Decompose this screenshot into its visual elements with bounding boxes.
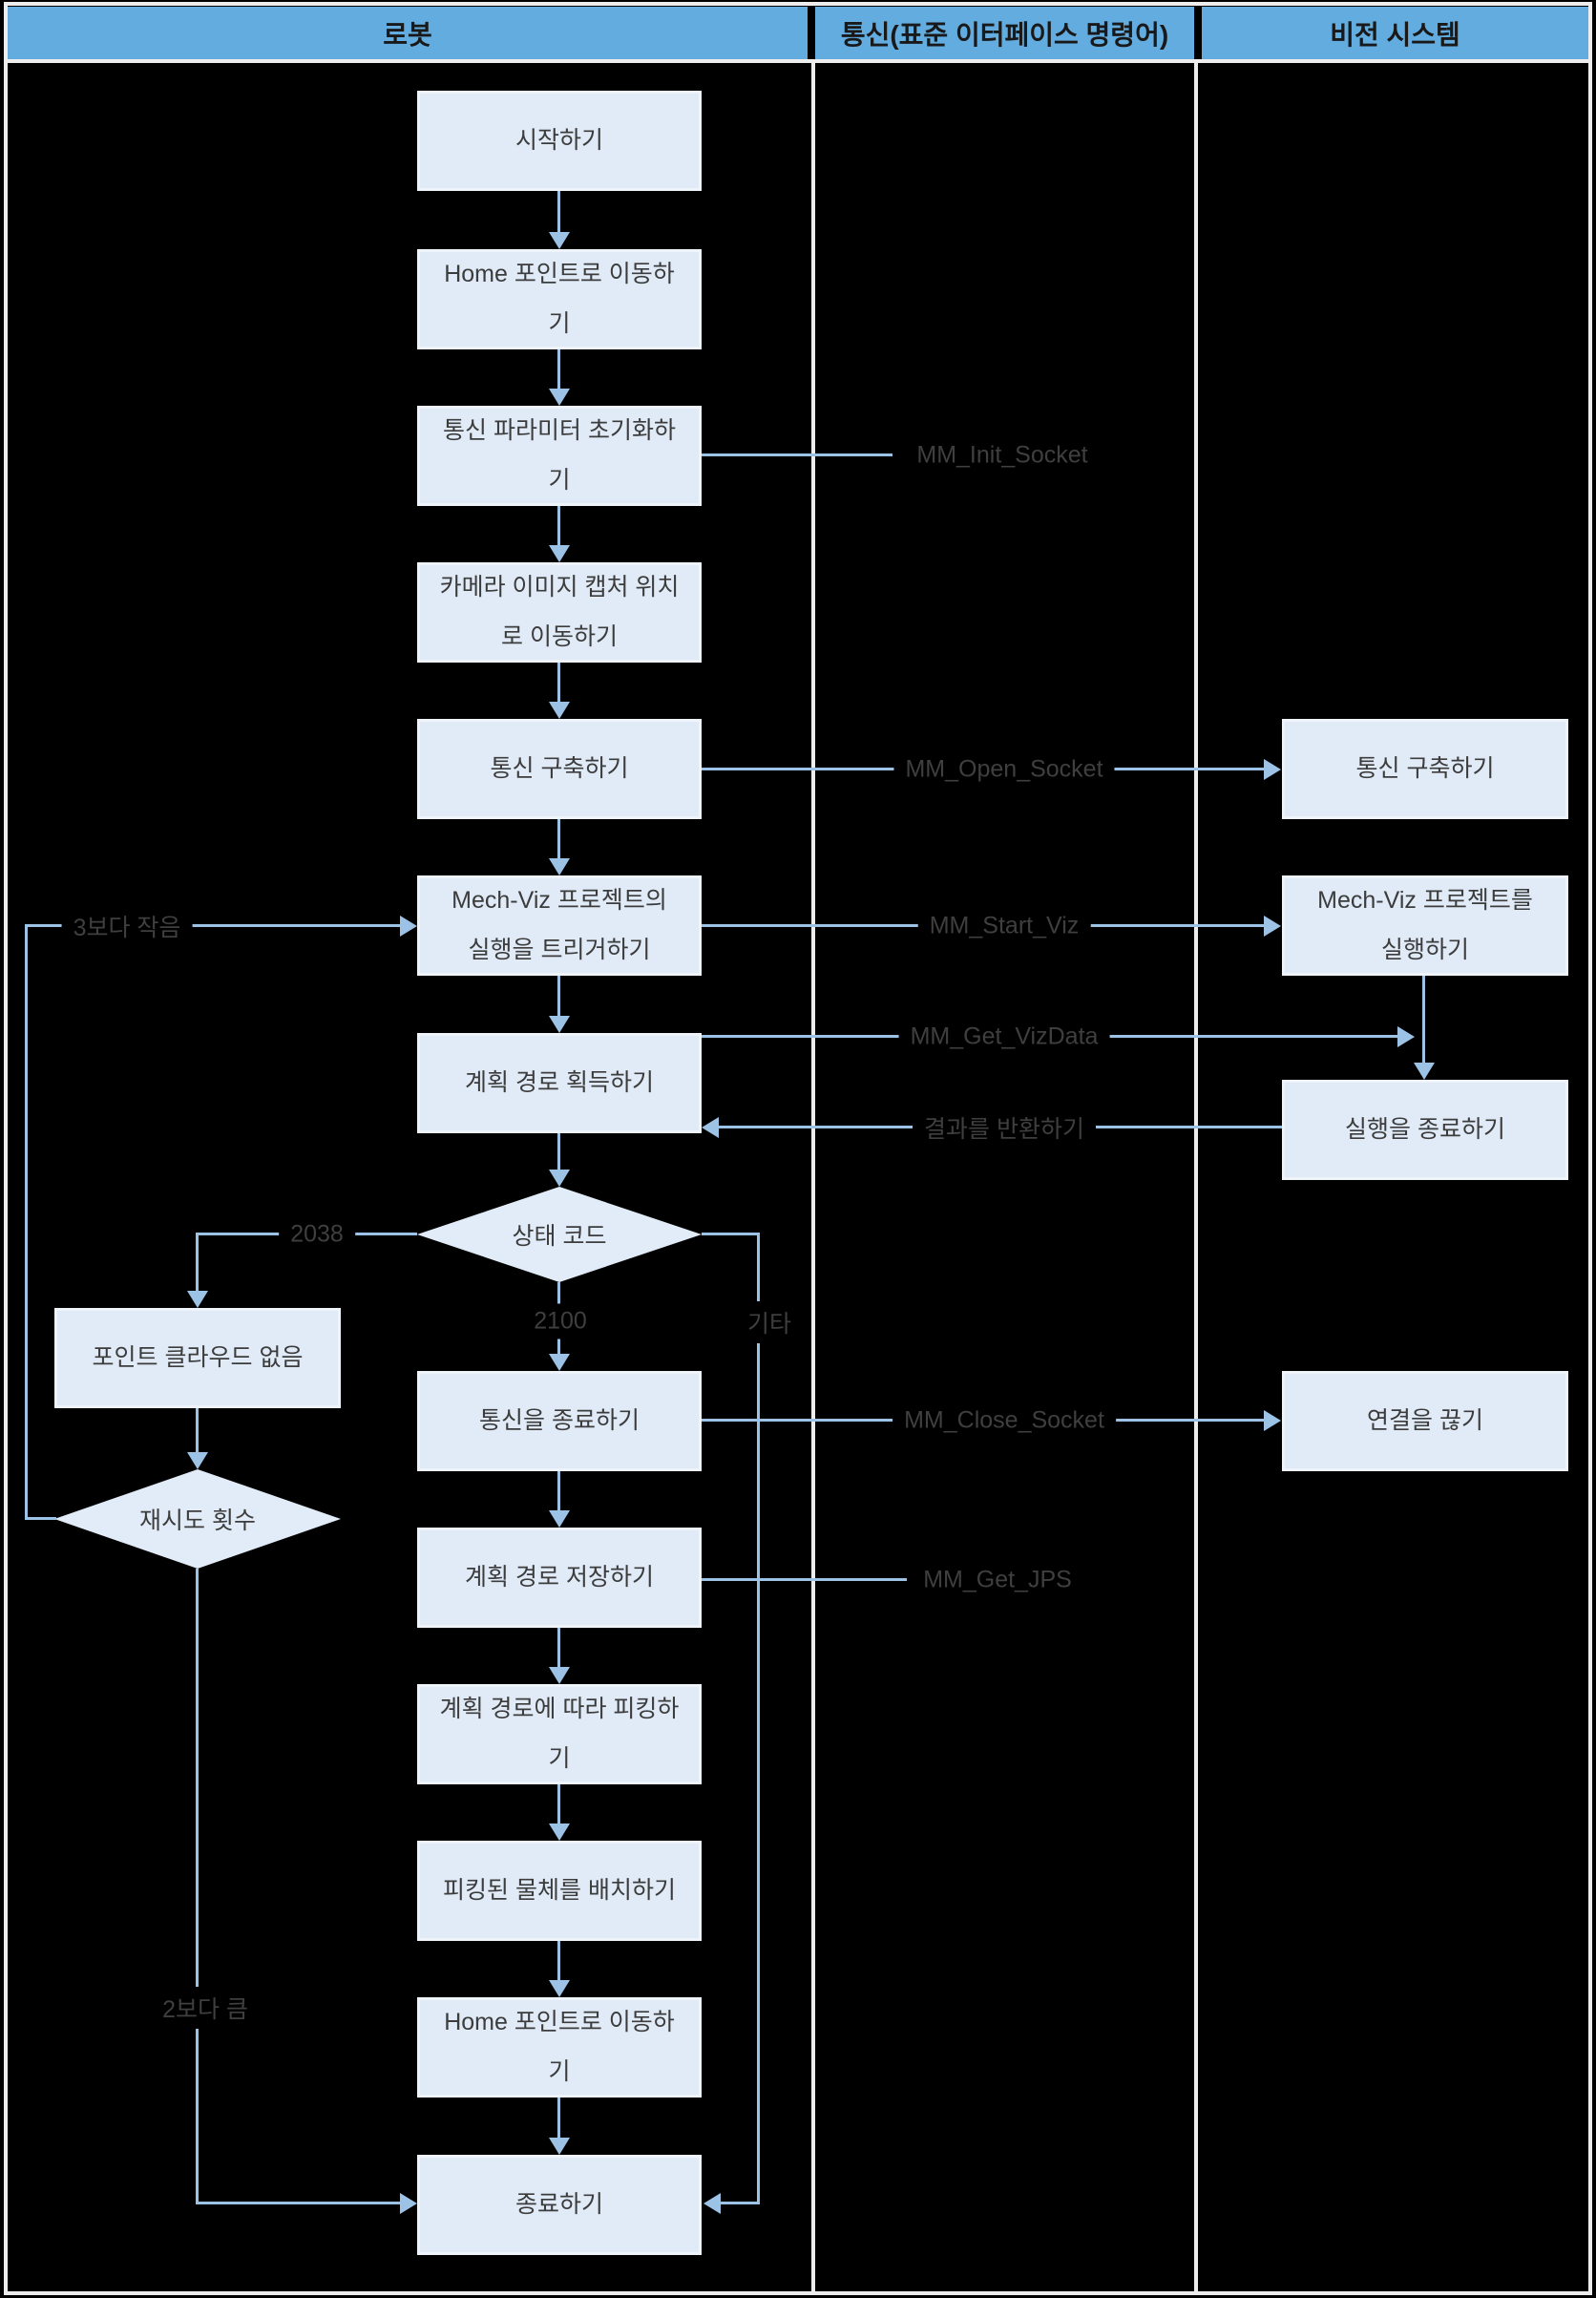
arrowhead-home2-to-end: [549, 2138, 570, 2155]
header-robot: 로봇: [8, 7, 808, 59]
arrowhead-2038-to-nopointcloud: [187, 1291, 208, 1308]
node-move-home-2: Home 포인트로 이동하 기: [417, 1997, 702, 2098]
node-establish-comm-robot: 통신 구축하기: [417, 719, 702, 819]
connector-gt2-vertical: [196, 1569, 199, 2204]
connector-gt2-horizontal: [196, 2202, 402, 2204]
arrowhead-place-to-home2: [549, 1980, 570, 1997]
connector-comm-to-trigger: [557, 819, 560, 860]
node-save-planned-path: 계획 경로 저장하기: [417, 1528, 702, 1628]
arrowhead-statuscode-to-closecomm: [549, 1354, 570, 1371]
edge-label-2038: 2038: [279, 1216, 355, 1253]
connector-retry-loop-vertical: [25, 924, 28, 1520]
edge-label-return-result: 결과를 반환하기: [913, 1107, 1096, 1149]
node-disconnect: 연결을 끊기: [1282, 1371, 1568, 1471]
edge-label-mm-get-jps: MM_Get_JPS: [912, 1562, 1083, 1598]
edge-label-greater-than-2: 2보다 큼: [151, 1987, 260, 2029]
edge-label-mm-get-vizdata: MM_Get_VizData: [898, 1019, 1110, 1055]
edge-label-mm-init-socket: MM_Init_Socket: [905, 437, 1100, 474]
edge-label-mm-open-socket: MM_Open_Socket: [893, 751, 1115, 788]
connector-start-to-home1: [557, 191, 560, 234]
node-move-home-1: Home 포인트로 이동하 기: [417, 249, 702, 349]
arrowhead-comm-to-trigger: [549, 858, 570, 875]
connector-other-horizontal-bottom: [719, 2202, 760, 2204]
arrowhead-open-socket-to-vision: [1264, 759, 1281, 780]
node-close-comm: 통신을 종료하기: [417, 1371, 702, 1471]
node-establish-comm-vision: 통신 구축하기: [1282, 719, 1568, 819]
arrowhead-close-socket-to-vision: [1264, 1410, 1281, 1431]
connector-place-to-home2: [557, 1941, 560, 1982]
header-vision-system: 비전 시스템: [1202, 7, 1588, 59]
node-no-point-cloud: 포인트 클라우드 없음: [54, 1308, 341, 1408]
connector-retry-loop-horizontal: [25, 924, 402, 927]
connector-2038-to-nopointcloud: [196, 1234, 199, 1293]
node-end-execution: 실행을 종료하기: [1282, 1080, 1568, 1180]
node-init-comm-params: 통신 파라미터 초기화하 기: [417, 406, 702, 506]
arrowhead-get-vizdata: [1397, 1026, 1415, 1047]
connector-closecomm-to-savepath: [557, 1471, 560, 1512]
arrowhead-nopointcloud-to-retry: [187, 1452, 208, 1469]
node-end: 종료하기: [417, 2155, 702, 2255]
arrowhead-retryloop-to-trigger: [400, 916, 417, 937]
arrowhead-closecomm-to-savepath: [549, 1510, 570, 1528]
header-vision-system-label: 비전 시스템: [1330, 19, 1460, 50]
connector-home1-to-initparams: [557, 349, 560, 390]
arrowhead-getpath-to-statuscode: [549, 1170, 570, 1187]
connector-other-horizontal-top: [702, 1233, 760, 1235]
connector-capture-to-comm: [557, 663, 560, 704]
arrowhead-return-result-to-robot: [702, 1117, 719, 1138]
header-communication: 통신(표준 이터페이스 명령어): [815, 7, 1194, 59]
connector-pick-to-place: [557, 1784, 560, 1825]
node-move-capture-position: 카메라 이미지 캡처 위치 로 이동하기: [417, 562, 702, 663]
arrowhead-gt2-to-end: [400, 2193, 417, 2214]
edge-label-2100: 2100: [522, 1303, 598, 1339]
header-robot-label: 로봇: [383, 19, 432, 50]
edge-label-less-than-3: 3보다 작음: [61, 905, 193, 947]
arrowhead-initparams-to-capture: [549, 545, 570, 562]
connector-mm-get-jps: [702, 1578, 907, 1581]
decision-retry-count: 재시도 횟수: [54, 1469, 341, 1569]
connector-savepath-to-pick: [557, 1628, 560, 1669]
node-get-planned-path: 계획 경로 획득하기: [417, 1033, 702, 1133]
connector-mm-init-socket: [702, 453, 892, 456]
column-divider-comm-vision: [1194, 59, 1198, 2291]
arrowhead-start-to-home1: [549, 232, 570, 249]
header-communication-label: 통신(표준 이터페이스 명령어): [840, 19, 1169, 50]
connector-home2-to-end: [557, 2098, 560, 2140]
edge-label-mm-close-socket: MM_Close_Socket: [892, 1402, 1116, 1439]
header-bottom-rule: [4, 59, 1592, 63]
arrowhead-pick-to-place: [549, 1824, 570, 1841]
node-start: 시작하기: [417, 91, 702, 191]
connector-retry-left-stub: [25, 1517, 56, 1520]
connector-nopointcloud-to-retry: [196, 1408, 199, 1454]
node-pick-along-path: 계획 경로에 따라 피킹하 기: [417, 1684, 702, 1784]
connector-trigger-to-getpath: [557, 976, 560, 1018]
arrowhead-savepath-to-pick: [549, 1667, 570, 1684]
connector-initparams-to-capture: [557, 506, 560, 547]
arrowhead-capture-to-comm: [549, 702, 570, 719]
arrowhead-runviz-to-endexec: [1414, 1063, 1435, 1080]
arrowhead-home1-to-initparams: [549, 389, 570, 406]
decision-status-code: 상태 코드: [417, 1187, 702, 1282]
connector-runviz-to-endexec: [1422, 976, 1425, 1065]
edge-label-other: 기타: [735, 1301, 804, 1343]
column-divider-robot-comm: [811, 59, 815, 2291]
node-place-picked-object: 피킹된 물체를 배치하기: [417, 1841, 702, 1941]
arrowhead-start-viz-to-vision: [1264, 916, 1281, 937]
connector-other-vertical: [757, 1233, 760, 2204]
node-trigger-mechviz: Mech-Viz 프로젝트의 실행을 트리거하기: [417, 875, 702, 976]
connector-getpath-to-statuscode: [557, 1133, 560, 1171]
edge-label-mm-start-viz: MM_Start_Viz: [917, 908, 1091, 944]
node-run-mechviz-project: Mech-Viz 프로젝트를 실행하기: [1282, 875, 1568, 976]
arrowhead-trigger-to-getpath: [549, 1016, 570, 1033]
arrowhead-other-to-end: [704, 2193, 721, 2214]
